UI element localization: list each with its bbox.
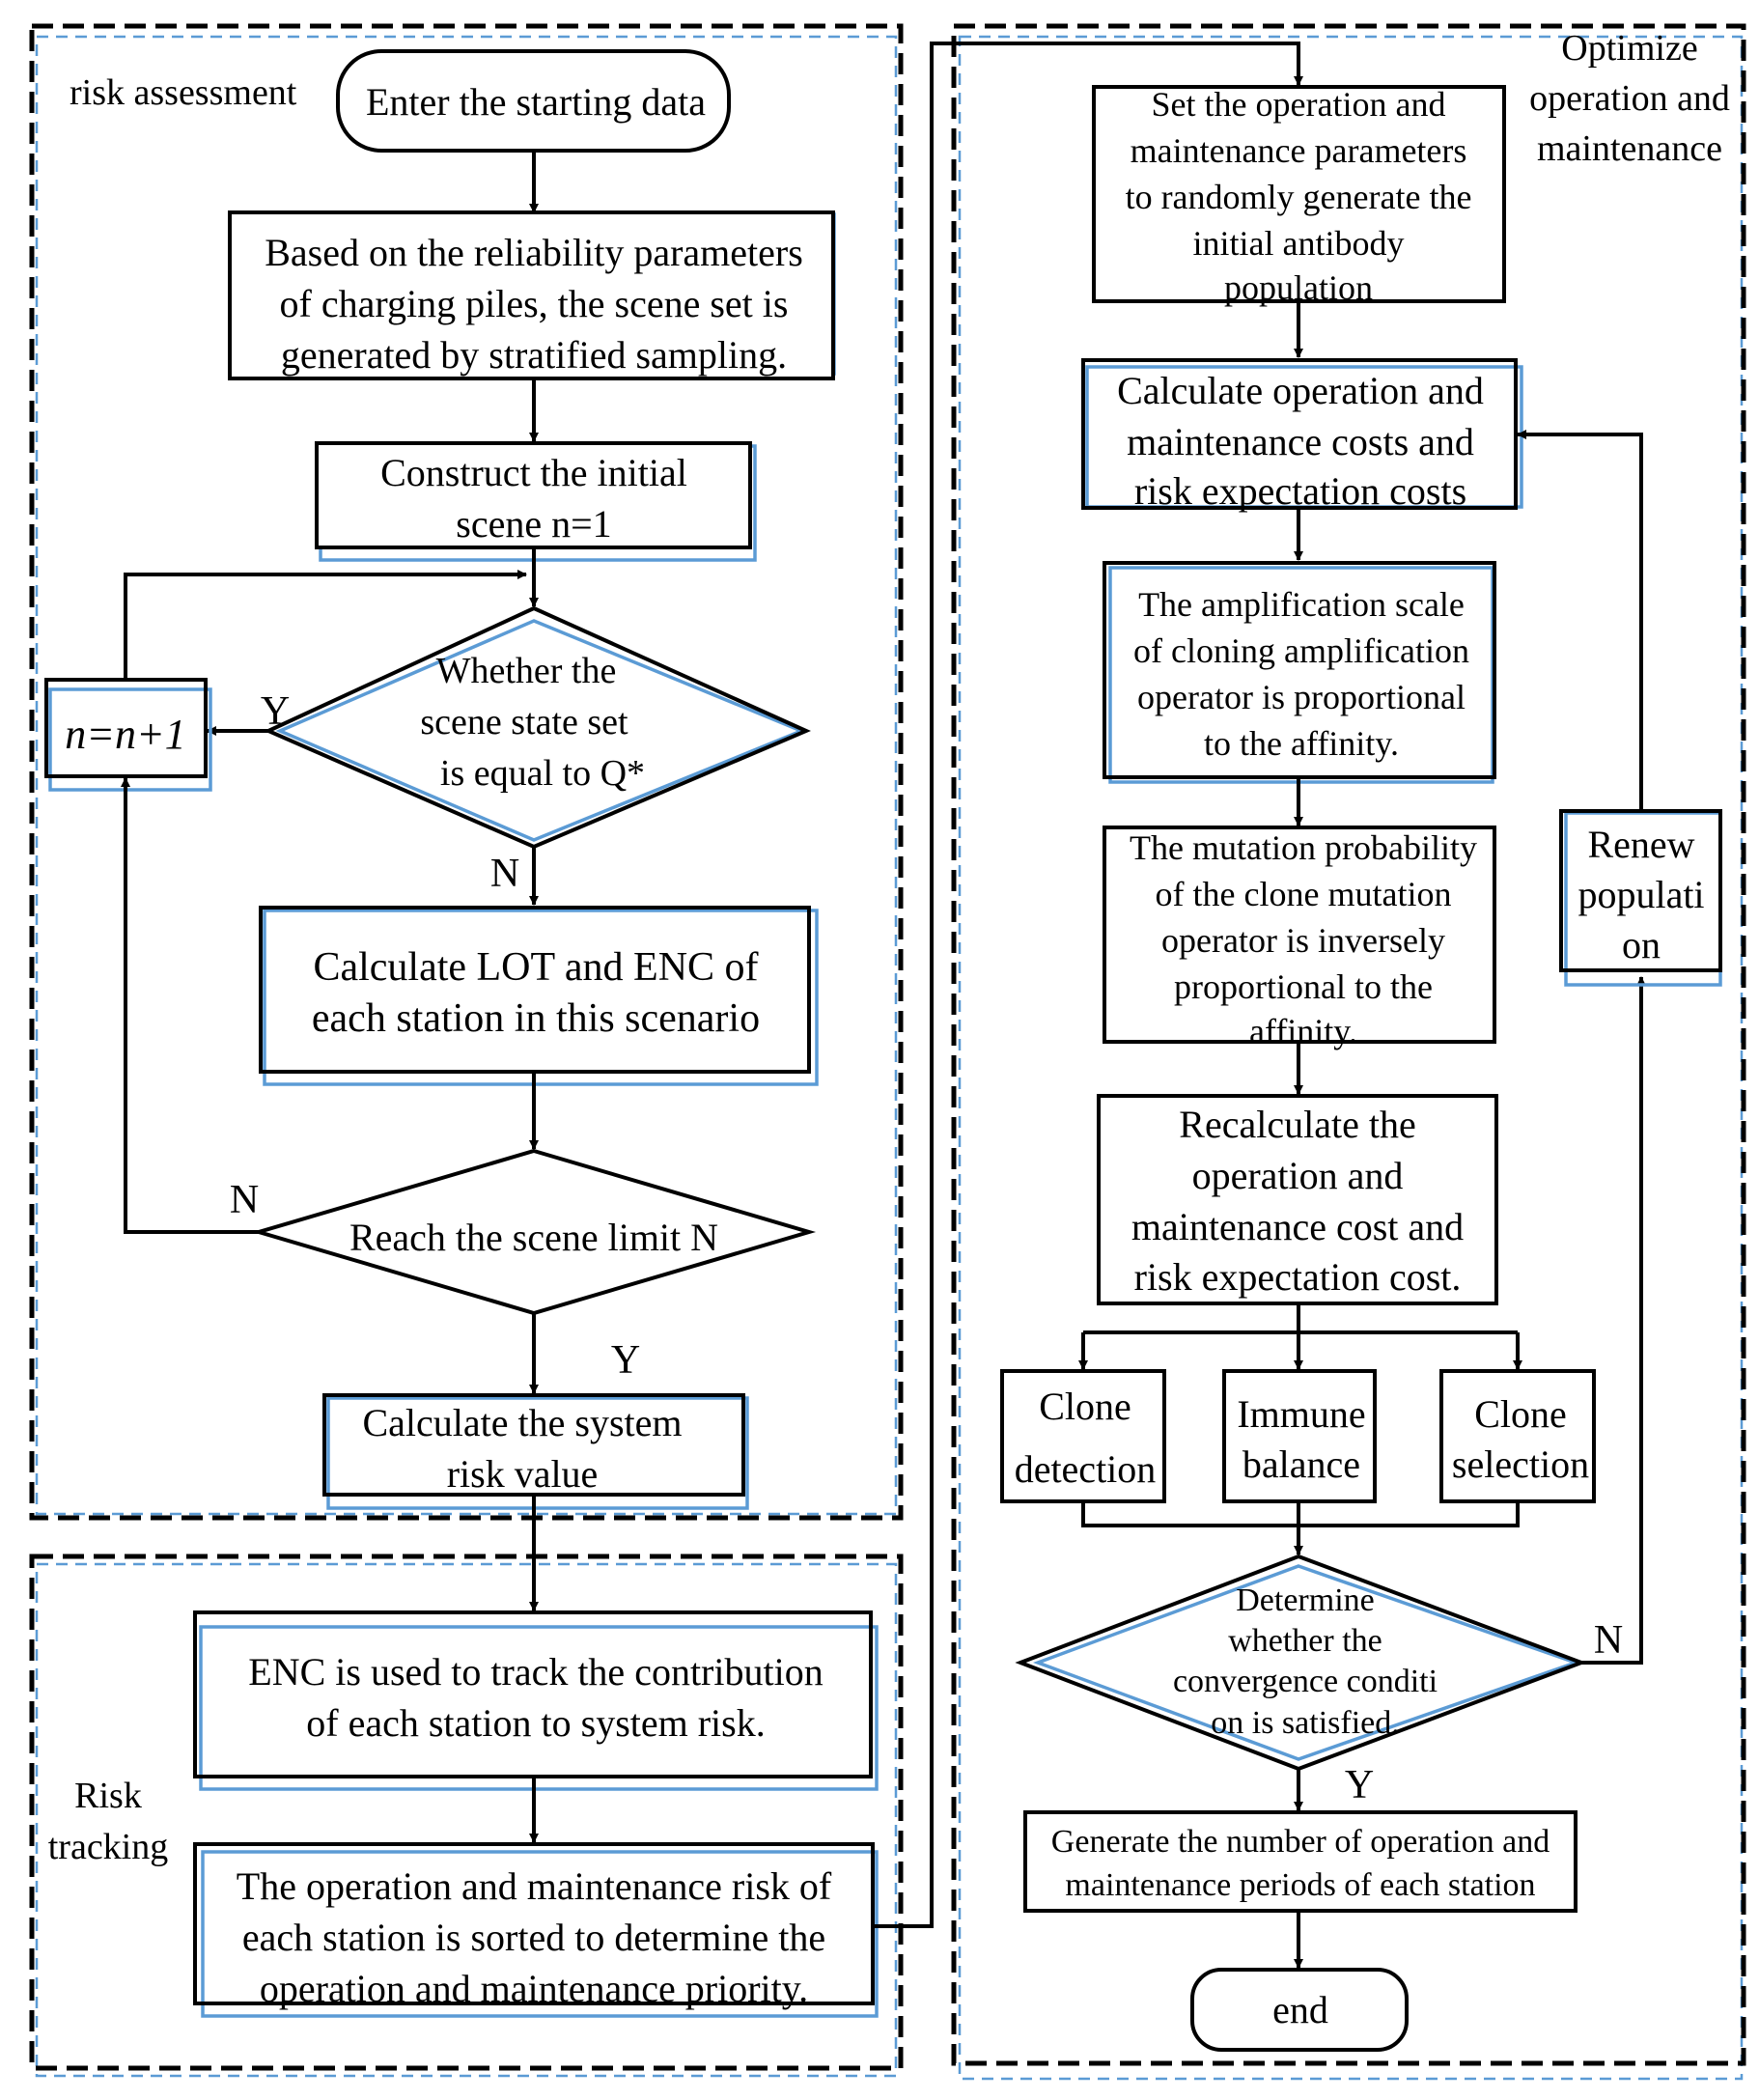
- label-y1: Y: [261, 689, 290, 734]
- set-params-line-5: population: [1224, 268, 1373, 307]
- convergence-line-2: whether the: [1228, 1623, 1382, 1659]
- recalc-line-4: risk expectation cost.: [1134, 1255, 1462, 1299]
- mutation-line-2: of the clone mutation: [1156, 875, 1452, 913]
- sampling-box: [228, 210, 835, 380]
- clone-detection-line-1: Clone: [1039, 1385, 1131, 1428]
- increment-label: n=n+1: [65, 711, 185, 758]
- label-y-convergence: Y: [1345, 1763, 1374, 1807]
- decision-convergence-outline: [1032, 1564, 1581, 1761]
- sampling-line-1: Based on the reliability parameters: [265, 231, 803, 274]
- section-title-optimize-3: maintenance: [1537, 128, 1722, 169]
- set-params-line-2: maintenance parameters: [1131, 131, 1467, 170]
- recalculate-box: [1097, 1094, 1498, 1305]
- end-terminal: [1190, 1968, 1409, 2052]
- risk-assessment-section: [29, 23, 904, 1521]
- decision2-label: Reach the scene limit N: [349, 1216, 718, 1259]
- section-title-risk-assessment: risk assessment: [70, 72, 297, 113]
- construct-line-1: Construct the initial: [380, 451, 687, 494]
- amplification-line-2: of cloning amplification: [1133, 631, 1469, 670]
- calc-costs-line-1: Calculate operation and: [1117, 369, 1484, 412]
- sampling-line-3: generated by stratified sampling.: [281, 333, 787, 377]
- sort-line-2: each station is sorted to determine the: [242, 1916, 825, 1959]
- renew-line-3: on: [1622, 923, 1661, 966]
- clone-selection-line-1: Clone: [1474, 1392, 1567, 1436]
- mutation-line-4: proportional to the: [1174, 967, 1433, 1006]
- recalc-line-3: maintenance cost and: [1131, 1205, 1464, 1248]
- label-n-convergence: N: [1594, 1618, 1623, 1663]
- sort-line-1: The operation and maintenance risk of: [237, 1864, 832, 1908]
- mutation-line-1: The mutation probability: [1130, 828, 1477, 867]
- clone-detection-line-2: detection: [1015, 1447, 1157, 1491]
- calc-costs-line-2: maintenance costs and: [1127, 420, 1474, 463]
- clone-selection-box: [1439, 1369, 1596, 1503]
- end-label: end: [1272, 1988, 1328, 2031]
- priority-sort-box: [193, 1842, 875, 2005]
- amplification-line-3: operator is proportional: [1137, 678, 1466, 716]
- enc-tracking-box: [193, 1610, 873, 1778]
- risk-tracking-section: [29, 1554, 904, 2078]
- sampling-line-2: of charging piles, the scene set is: [280, 282, 789, 325]
- calc-line-1: Calculate LOT and ENC of: [313, 945, 758, 990]
- section-title-risk-tracking-1: Risk: [74, 1776, 142, 1816]
- sort-line-3: operation and maintenance priority.: [260, 1967, 808, 2010]
- immune-balance-line-1: Immune: [1237, 1392, 1365, 1436]
- convergence-line-3: convergence conditi: [1173, 1664, 1438, 1699]
- decision1-line-2: scene state set: [420, 702, 628, 742]
- clone-detection-box: [1000, 1369, 1166, 1503]
- amplification-line-1: The amplification scale: [1138, 585, 1465, 624]
- generate-line-2: maintenance periods of each station: [1065, 1867, 1535, 1903]
- decision-1-outline: [275, 619, 806, 842]
- convergence-line-4: on is satisfied.: [1211, 1705, 1399, 1741]
- optimize-section: [951, 23, 1746, 2081]
- section-title-optimize-2: operation and: [1529, 78, 1730, 119]
- label-y2: Y: [611, 1338, 640, 1383]
- set-params-line-1: Set the operation and: [1152, 85, 1446, 124]
- clone-selection-line-2: selection: [1452, 1442, 1589, 1486]
- system-risk-line-1: Calculate the system: [362, 1401, 682, 1444]
- system-risk-line-2: risk value: [447, 1452, 599, 1496]
- section-title-risk-tracking-2: tracking: [48, 1827, 169, 1867]
- enc-line-2: of each station to system risk.: [306, 1701, 765, 1745]
- set-params-line-3: to randomly generate the: [1126, 178, 1472, 216]
- recalc-line-2: operation and: [1192, 1154, 1404, 1197]
- set-params-line-4: initial antibody: [1193, 224, 1405, 263]
- construct-line-2: scene n=1: [456, 502, 611, 546]
- calc-costs-line-3: risk expectation costs: [1134, 469, 1466, 513]
- mutation-box: [1103, 826, 1496, 1044]
- decision1-line-3: is equal to Q*: [440, 753, 645, 794]
- start-label: Enter the starting data: [366, 80, 706, 124]
- label-n1: N: [490, 852, 519, 896]
- amplification-line-4: to the affinity.: [1204, 724, 1399, 763]
- label-n2: N: [230, 1178, 259, 1222]
- calculate-lot-enc-box: [259, 906, 811, 1074]
- calc-line-2: each station in this scenario: [312, 996, 760, 1041]
- mutation-line-5: affinity.: [1249, 1012, 1357, 1050]
- connector-to-optimization: [873, 42, 1303, 1928]
- renew-line-2: populati: [1578, 873, 1704, 916]
- decision1-line-1: Whether the: [436, 651, 617, 691]
- immune-balance-line-2: balance: [1242, 1442, 1360, 1486]
- renew-line-1: Renew: [1587, 823, 1694, 866]
- generate-line-1: Generate the number of operation and: [1051, 1824, 1550, 1860]
- recalc-line-1: Recalculate the: [1179, 1103, 1415, 1146]
- section-title-optimize-1: Optimize: [1561, 28, 1697, 69]
- mutation-line-3: operator is inversely: [1161, 921, 1445, 960]
- generate-periods-box: [1023, 1810, 1578, 1913]
- convergence-line-1: Determine: [1236, 1582, 1375, 1618]
- enc-line-1: ENC is used to track the contribution: [248, 1650, 823, 1694]
